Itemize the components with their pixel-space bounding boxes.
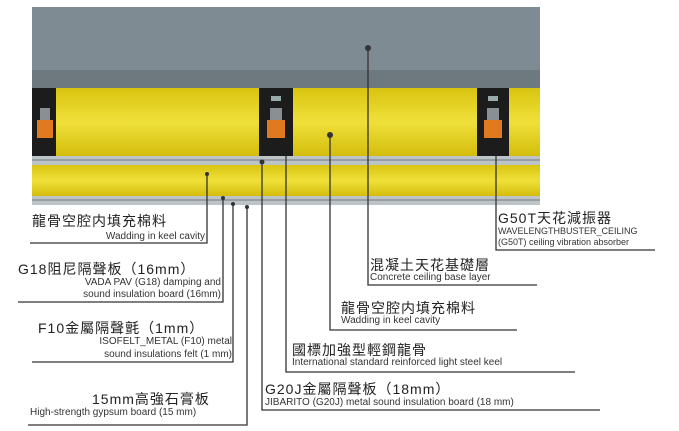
keel-damper-right [477,88,509,156]
label-g20j-cn: G20J金屬隔聲板（18mm） [265,381,451,397]
label-concrete-cn: 混凝土天花基礎層 [370,257,490,273]
label-keel-cn: 國標加強型輕鋼龍骨 [292,342,427,358]
label-g50t-en2: (G50T) ceiling vibration absorber [498,237,630,247]
label-f10-en2: sound insulations felt (1 mm) [104,349,232,360]
leader-lines [18,48,655,426]
label-g18-en1: VADA PAV (G18) damping and [84,277,221,288]
label-g18-cn: G18阻尼隔聲板（16mm） [18,261,196,277]
label-g50t-en1: WAVELENGTHBUSTER_CEILING [498,226,638,236]
label-f10-en1: ISOFELT_METAL (F10) metal [99,336,232,347]
label-g50t-cn: G50T天花減振器 [498,210,613,226]
label-wadding-right-en: Wadding in keel cavity [341,315,441,326]
label-g18-en2: sound insulation board (16mm) [83,289,221,300]
label-gypsum-cn: 15mm高強石膏板 [92,391,210,407]
keel-damper-left [32,88,56,156]
label-concrete-en: Concrete ceiling base layer [370,272,491,283]
leader-dots [205,45,371,209]
keel-damper-middle [259,88,293,156]
label-wadding-left-cn: 龍骨空腔内填充棉料 [32,213,167,229]
label-g20j-en: JIBARITO (G20J) metal sound insulation b… [265,397,514,408]
label-wadding-left-en: Wadding in keel cavity [105,231,205,242]
label-keel-en: International standard reinforced light … [292,357,503,368]
label-f10-cn: F10金屬隔聲氈（1mm） [38,320,205,336]
label-wadding-right-cn: 龍骨空腔内填充棉料 [341,300,476,316]
label-gypsum-en: High-strength gypsum board (15 mm) [30,407,197,418]
